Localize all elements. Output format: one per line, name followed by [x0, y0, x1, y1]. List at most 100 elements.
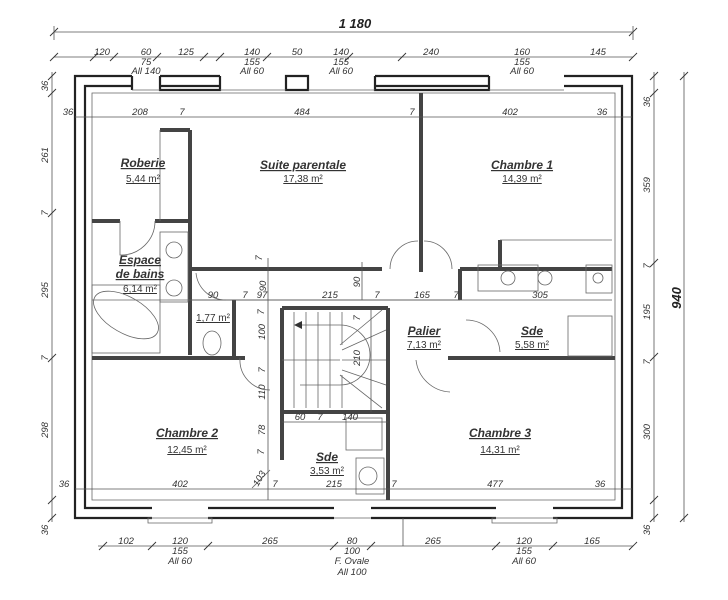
- dim-label: 36: [597, 107, 608, 118]
- dim-label: 7: [453, 290, 459, 301]
- dim-label: 7: [317, 412, 323, 423]
- overall-height-label: 940: [669, 286, 684, 308]
- room-suite-parentale: Suite parentale 17,38 m²: [260, 158, 346, 185]
- dim-label: 300: [642, 423, 653, 440]
- dim-label: 7: [352, 315, 363, 321]
- dim-label: 402: [502, 107, 519, 118]
- bottom-dim-sub: 155: [516, 546, 533, 557]
- bottom-dim: 265: [261, 536, 279, 547]
- dim-label: 7: [409, 107, 415, 118]
- bathtub-basin: [93, 290, 159, 340]
- top-dim: 145: [590, 47, 607, 58]
- bottom-dim-sill: All 60: [511, 556, 536, 567]
- dim-label: 298: [40, 421, 51, 439]
- sink-icon: [537, 270, 553, 286]
- dim-label: 36: [40, 524, 51, 535]
- top-dim-sill: All 60: [239, 66, 264, 77]
- dim-label: 140: [342, 412, 359, 423]
- sink-icon: [165, 279, 183, 297]
- dim-label: 261: [40, 147, 51, 164]
- top-dimension-chain: 120 60 75 All 140 125 140 155 All 60 50 …: [49, 47, 638, 77]
- room-palier: Palier 7,13 m²: [407, 324, 442, 351]
- bottom-dim-sill: All 60: [167, 556, 192, 567]
- room-name: Chambre 2: [156, 426, 218, 440]
- room-roberie: Roberie 5,44 m²: [121, 156, 166, 185]
- shower-icon: [345, 417, 383, 451]
- room-chambre-2: Chambre 2 12,45 m²: [156, 426, 218, 456]
- dim-label: 7: [642, 359, 653, 365]
- bottom-dim-window-type: F. Ovale: [335, 556, 370, 567]
- dim-label: 97: [257, 290, 268, 301]
- bottom-dim-sill: All 100: [336, 567, 367, 578]
- dim-label: 7: [40, 355, 51, 361]
- top-dim-sill: All 60: [509, 66, 534, 77]
- room-name: Suite parentale: [260, 158, 346, 172]
- door-swings: [119, 220, 501, 489]
- dim-label: 36: [595, 479, 606, 490]
- dim-label: 36: [642, 524, 653, 535]
- top-dim: 160: [514, 47, 531, 58]
- vertical-interior-dimensions: 7 90 90 7 100 7 110 78 7 103 210 7: [251, 255, 372, 500]
- room-wc: 1,77 m²: [196, 313, 231, 324]
- dim-label: 484: [294, 107, 310, 118]
- bottom-dim: 102: [118, 536, 135, 547]
- dim-label: 90: [258, 280, 269, 291]
- top-dim-sill: All 60: [328, 66, 353, 77]
- top-dim: 125: [178, 47, 195, 58]
- overall-width-dimension: 1 180: [49, 16, 638, 40]
- dim-label: 210: [352, 349, 363, 367]
- room-espace-de-bains: Espace de bains 6,14 m²: [116, 253, 165, 295]
- room-chambre-1: Chambre 1 14,39 m²: [491, 158, 553, 185]
- top-dim-sub: 155: [244, 57, 261, 68]
- room-area: 14,39 m²: [502, 174, 542, 185]
- bottom-dim: 265: [424, 536, 442, 547]
- dim-label: 195: [642, 303, 653, 320]
- dim-label: 110: [257, 384, 268, 400]
- top-dim-sill: All 140: [130, 66, 161, 77]
- dim-label: 208: [131, 107, 149, 118]
- room-area: 5,44 m²: [126, 174, 161, 185]
- dim-label: 215: [325, 479, 343, 490]
- top-dim-sub: 155: [514, 57, 531, 68]
- toilet-icon: [585, 264, 613, 294]
- left-dimension-chain: 36 261 7 295 7 298 36: [40, 71, 57, 535]
- room-chambre-3: Chambre 3 14,31 m²: [469, 426, 531, 456]
- fixtures: [91, 231, 613, 495]
- dim-label: 78: [257, 424, 268, 435]
- dim-label: 7: [391, 479, 397, 490]
- sink-icon: [500, 270, 516, 286]
- room-name: Chambre 1: [491, 158, 553, 172]
- dim-label: 7: [272, 479, 278, 490]
- dim-label: 7: [254, 255, 265, 261]
- bottom-dimension-chain: 102 120 155 All 60 265 80 100 F. Ovale A…: [98, 518, 638, 578]
- stair-arrow-icon: [294, 321, 302, 329]
- shower-icon: [567, 315, 613, 357]
- room-area: 14,31 m²: [480, 445, 520, 456]
- top-dim: 120: [94, 47, 111, 58]
- top-dim: 140: [244, 47, 261, 58]
- sde-dimension-chain: 60 7 140: [282, 412, 388, 423]
- room-area: 7,13 m²: [407, 340, 442, 351]
- sink-icon: [165, 241, 183, 259]
- room-name: Sde: [521, 324, 543, 338]
- top-dim: 50: [292, 47, 303, 58]
- room-area: 3,53 m²: [310, 466, 345, 477]
- top-dim: 60: [141, 47, 152, 58]
- dim-label: 295: [40, 281, 51, 299]
- room-name: Sde: [316, 450, 338, 464]
- dim-label: 7: [242, 290, 248, 301]
- dim-label: 7: [40, 210, 51, 216]
- top-dim-sub: 75: [141, 57, 152, 68]
- top-dim: 140: [333, 47, 350, 58]
- room-name: de bains: [116, 267, 165, 281]
- room-area: 17,38 m²: [283, 174, 323, 185]
- dim-label: 36: [59, 479, 70, 490]
- staircase: [282, 309, 387, 409]
- room-sde-1: Sde 5,58 m²: [515, 324, 550, 351]
- room-name: Espace: [119, 253, 161, 267]
- exterior-walls: [73, 74, 634, 524]
- dim-label: 402: [172, 479, 189, 490]
- room-area: 12,45 m²: [167, 445, 207, 456]
- top-dim-sub: 155: [333, 57, 350, 68]
